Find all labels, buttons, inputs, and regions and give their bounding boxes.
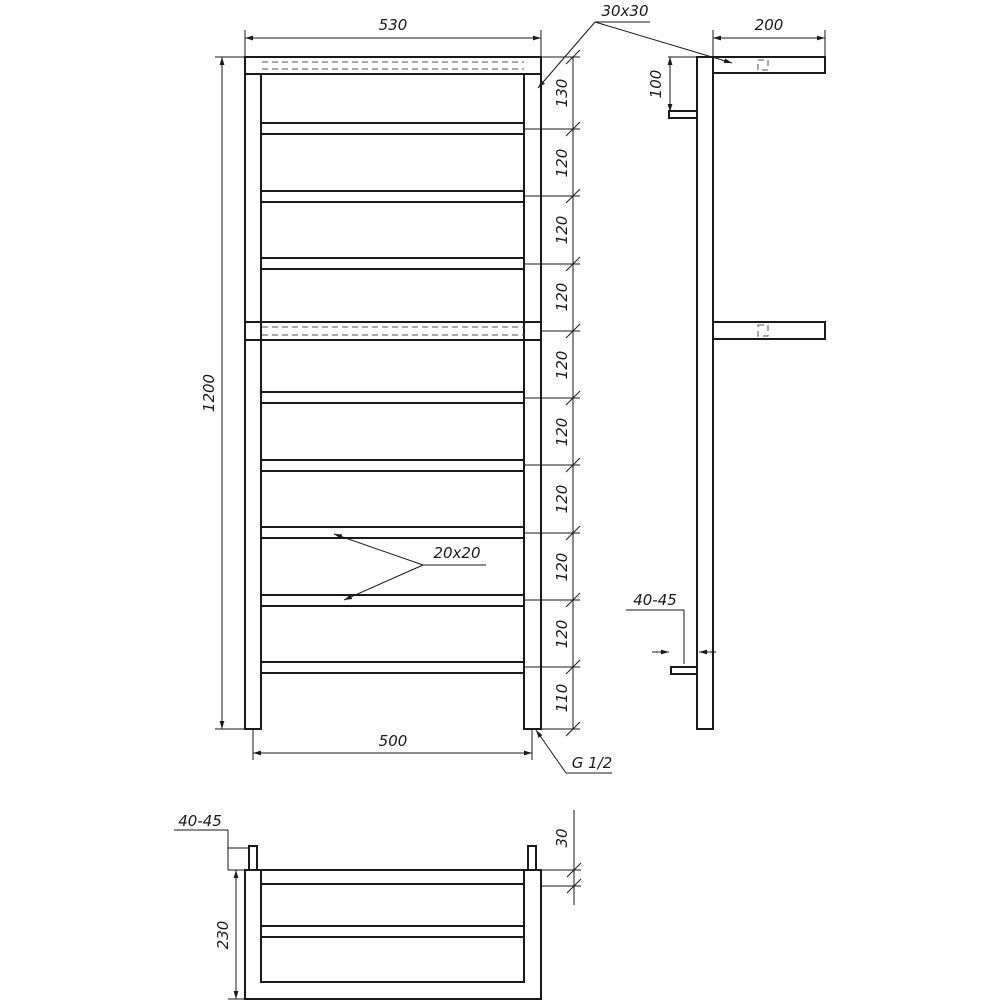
dim-wall-gap-top: 40-45 [174,812,248,870]
pitch-label: 130 [553,79,571,108]
front-view: 530 30x30 1200 [200,2,733,774]
left-tube [244,73,262,730]
pitch-label: 120 [553,620,571,649]
inner-frame [260,883,525,983]
pitch-label: 120 [553,216,571,245]
dim-overall-height: 1200 [200,56,244,730]
pipe-right [527,845,537,871]
rung-top [260,925,525,938]
dim-label: 200 [755,16,784,34]
rung [260,257,525,270]
dim-bracket-offset: 100 [647,56,697,113]
dim-label: 230 [214,921,232,950]
top-bar [244,56,542,75]
middle-bracket [712,321,826,340]
rungs [260,122,525,674]
top-bracket [712,56,826,74]
top-view: 40-45 30 230 [174,810,582,1000]
dim-depth-top: 230 [214,869,244,1000]
dim-overall-width: 530 [244,16,542,56]
rung [260,661,525,674]
rung [260,190,525,203]
dim-label: 530 [379,16,408,34]
rung [260,459,525,472]
side-view: 200 100 40-45 [626,16,826,730]
leader-tube-profile: 30x30 [537,2,733,89]
wall-mount-top [668,110,698,119]
middle-bar [245,321,541,341]
pitch-label: 110 [553,684,571,713]
rung [260,391,525,404]
dim-label: 500 [379,732,408,750]
rung [260,594,525,607]
dim-label: 40-45 [633,591,677,609]
pitch-label: 120 [553,283,571,312]
side-tube [696,56,714,730]
pitch-label: 120 [553,553,571,582]
bracket-hidden-hole [757,59,769,71]
pipe-left [248,845,258,871]
pitch-label: 120 [553,149,571,178]
dim-center-distance: 500 [252,730,533,760]
right-tube [523,73,542,730]
dim-label: 20x20 [433,544,480,562]
dim-wall-gap-side: 40-45 [626,591,716,664]
dim-label: 100 [647,70,665,99]
dim-pitch-chain: 130 120 120 120 120 120 120 120 120 110 [524,49,581,737]
dim-pipe-height: 30 [542,810,582,905]
leader-rung-profile: 20x20 [333,533,486,601]
dim-label: 30 [553,828,571,847]
wall-mount-bottom [670,666,698,675]
rung [260,122,525,135]
pitch-label: 120 [553,485,571,514]
outer-frame [244,869,542,1000]
pitch-label: 120 [553,418,571,447]
dim-label: 1200 [200,374,218,412]
pitch-label: 120 [553,351,571,380]
bracket-hidden-hole [757,324,769,337]
rung [260,526,525,539]
dim-label: 40-45 [178,812,222,830]
leader-thread: G 1/2 [535,729,613,774]
dim-depth: 200 [712,16,826,56]
dim-label: 30x30 [601,2,648,20]
dim-label: G 1/2 [572,754,613,772]
